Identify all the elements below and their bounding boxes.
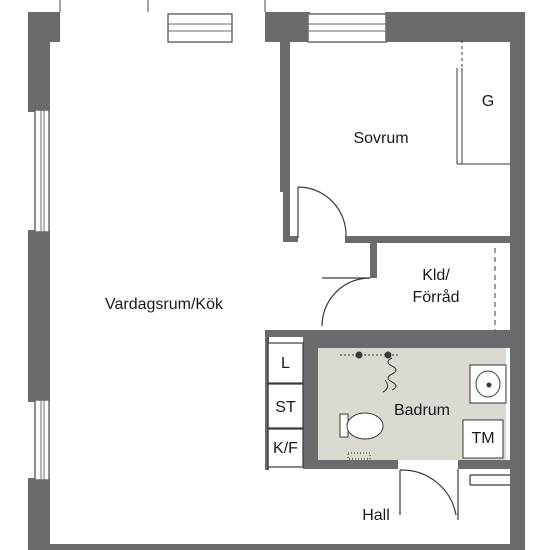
- wall-left-lower: [28, 478, 50, 550]
- fixture-label-washer: TM: [471, 430, 495, 447]
- bedroom-door-swing: [297, 186, 347, 237]
- wall-bath-south-right: [458, 460, 510, 469]
- wall-bath-south: [303, 460, 398, 469]
- room-label-bedroom: Sovrum: [353, 130, 409, 147]
- fixture-label-fridge-freezer: K/F: [273, 440, 298, 457]
- wall-closet-south: [265, 330, 510, 337]
- floor-drain: [347, 452, 371, 460]
- bath-fixtures: [339, 364, 507, 460]
- wall-left-upper: [28, 12, 50, 112]
- wall-closet-west: [370, 243, 377, 278]
- wall-bath-west: [303, 337, 318, 469]
- room-label-storage-line2: Förråd: [412, 289, 460, 306]
- shower: [340, 351, 400, 393]
- fixture-label-wardrobe: G: [481, 93, 495, 110]
- top-opening: [59, 0, 266, 12]
- wall-bottom: [50, 544, 510, 550]
- wall-bedroom-west: [280, 42, 290, 192]
- room-label-storage-line1: Kld/: [422, 267, 450, 284]
- wall-bedroom-south-stub: [283, 236, 298, 242]
- wall-bedroom-west-stub: [283, 192, 290, 242]
- room-label-living: Vardagsrum/Kök: [105, 296, 223, 313]
- room-label-hall: Hall: [362, 507, 390, 524]
- window-left-2: [34, 399, 50, 481]
- window-glass-lines: [40, 23, 386, 480]
- walls: [28, 12, 525, 550]
- wall-top-mid: [265, 12, 310, 42]
- wardrobe: [456, 40, 510, 165]
- windows: [34, 13, 387, 481]
- toilet-bowl: [346, 412, 384, 440]
- washer: [462, 419, 504, 459]
- fixture-label-cabinet: ST: [275, 399, 296, 416]
- wall-left-mid: [28, 230, 50, 402]
- wall-bedroom-south: [345, 236, 510, 243]
- window-top-2: [307, 13, 387, 43]
- window-left-1: [34, 109, 50, 233]
- kitchen-units: [267, 337, 304, 470]
- wall-bath-north: [303, 337, 510, 348]
- storage-door-swing: [321, 277, 371, 327]
- hall-door-swing: [399, 469, 457, 516]
- fixture-label-closet: L: [281, 355, 290, 372]
- wall-right: [510, 12, 525, 550]
- wall-kitchen-unit-edge: [265, 330, 269, 470]
- window-top-1: [167, 13, 233, 43]
- wall-top-right: [385, 12, 525, 42]
- doors: [297, 186, 510, 520]
- room-label-bathroom: Badrum: [393, 402, 451, 419]
